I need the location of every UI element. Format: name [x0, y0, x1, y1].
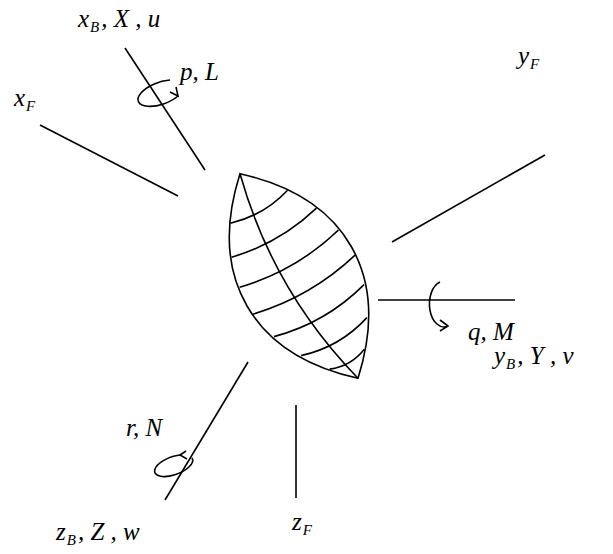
p-rotation-arrow	[138, 80, 178, 106]
zb-label: , Z , w	[78, 518, 140, 547]
xf-axis	[40, 125, 178, 196]
zf-axis	[295, 405, 297, 498]
axis-subscript: B	[67, 532, 76, 549]
axis-subscript: B	[506, 356, 515, 373]
axis-subscript: F	[303, 522, 312, 539]
yb-label: , Y , v	[517, 342, 573, 371]
yb-axis	[378, 299, 515, 301]
zf-label: z	[292, 508, 302, 537]
p-label: p, L	[180, 58, 219, 87]
xb-label: x	[78, 5, 89, 34]
xb-label: , X , u	[101, 5, 160, 34]
r-label: r, N	[126, 414, 162, 443]
zb-axis	[165, 362, 248, 500]
q-label: q, M	[468, 318, 514, 347]
zb-label: z	[56, 518, 66, 547]
axis-subscript: F	[26, 98, 35, 115]
xf-label: x	[14, 84, 25, 113]
yb-label: y	[494, 342, 505, 371]
yf-label: y	[518, 42, 529, 71]
axis-subscript: F	[530, 56, 539, 73]
yf-axis	[392, 155, 545, 242]
ellipsoid-body	[188, 144, 410, 408]
axis-subscript: B	[90, 19, 99, 36]
r-rotation-arrow	[155, 451, 193, 477]
q-rotation-arrow	[429, 282, 448, 331]
